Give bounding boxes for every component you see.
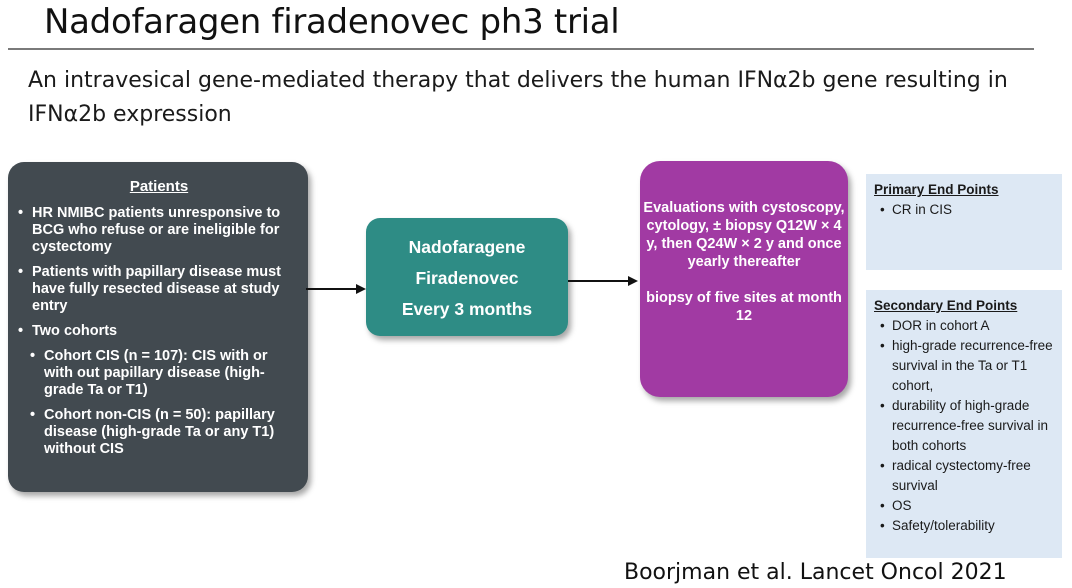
patients-item: •HR NMIBC patients unresponsive to BCG w… (18, 205, 281, 255)
bullet-icon: • (880, 518, 885, 533)
patients-heading: Patients (129, 178, 189, 195)
slide-title: Nadofaragen firadenovec ph3 trial (44, 2, 620, 42)
treatment-line: Firadenovec (415, 268, 519, 288)
bullet-icon: • (30, 407, 36, 423)
evaluation-text: biopsy of five sites at month 12 (646, 290, 842, 324)
bullet-icon: • (30, 348, 36, 364)
evaluation-text: Evaluations with cystoscopy, cytology, ±… (643, 200, 845, 270)
patients-item: •Two cohorts (18, 323, 118, 339)
endpoint-item: •DOR in cohort A (874, 316, 1056, 336)
bullet-icon: • (880, 398, 885, 413)
patients-box: Patients •HR NMIBC patients unresponsive… (8, 162, 308, 492)
title-divider (8, 48, 1034, 50)
bullet-icon: • (18, 205, 24, 221)
endpoint-item: •Safety/tolerability (874, 516, 1056, 536)
secondary-endpoints-heading: Secondary End Points (874, 298, 1018, 313)
bullet-icon: • (880, 458, 885, 473)
bullet-icon: • (880, 318, 885, 333)
bullet-icon: • (18, 264, 24, 280)
endpoint-item: •durability of high-grade recurrence-fre… (880, 398, 1049, 453)
slide-subtitle: An intravesical gene-mediated therapy th… (28, 68, 1008, 127)
primary-endpoints-box: Primary End Points •CR in CIS (866, 174, 1062, 270)
secondary-endpoints-box: Secondary End Points •DOR in cohort A •h… (866, 290, 1062, 558)
endpoint-item: •CR in CIS (874, 200, 1054, 220)
patients-item: •Patients with papillary disease must ha… (18, 264, 281, 314)
treatment-line: Nadofaragene (408, 237, 526, 257)
arrow-right-icon (306, 284, 366, 294)
citation: Boorjman et al. Lancet Oncol 2021 (624, 560, 1007, 585)
endpoint-item: •radical cystectomy-free survival (880, 458, 1031, 493)
patients-subitem: •Cohort CIS (n = 107): CIS with or with … (30, 348, 268, 398)
treatment-line: Every 3 months (401, 299, 533, 319)
evaluation-box: Evaluations with cystoscopy, cytology, ±… (640, 161, 848, 397)
bullet-icon: • (18, 323, 24, 339)
bullet-icon: • (880, 338, 885, 353)
patients-subitem: •Cohort non-CIS (n = 50): papillary dise… (30, 407, 275, 457)
primary-endpoints-heading: Primary End Points (874, 182, 999, 197)
bullet-icon: • (880, 498, 885, 513)
bullet-icon: • (880, 202, 885, 217)
treatment-box: Nadofaragene Firadenovec Every 3 months (366, 218, 568, 336)
endpoint-item: •high-grade recurrence-free survival in … (880, 338, 1053, 393)
endpoint-item: •OS (874, 496, 1056, 516)
arrow-right-icon (568, 276, 638, 286)
